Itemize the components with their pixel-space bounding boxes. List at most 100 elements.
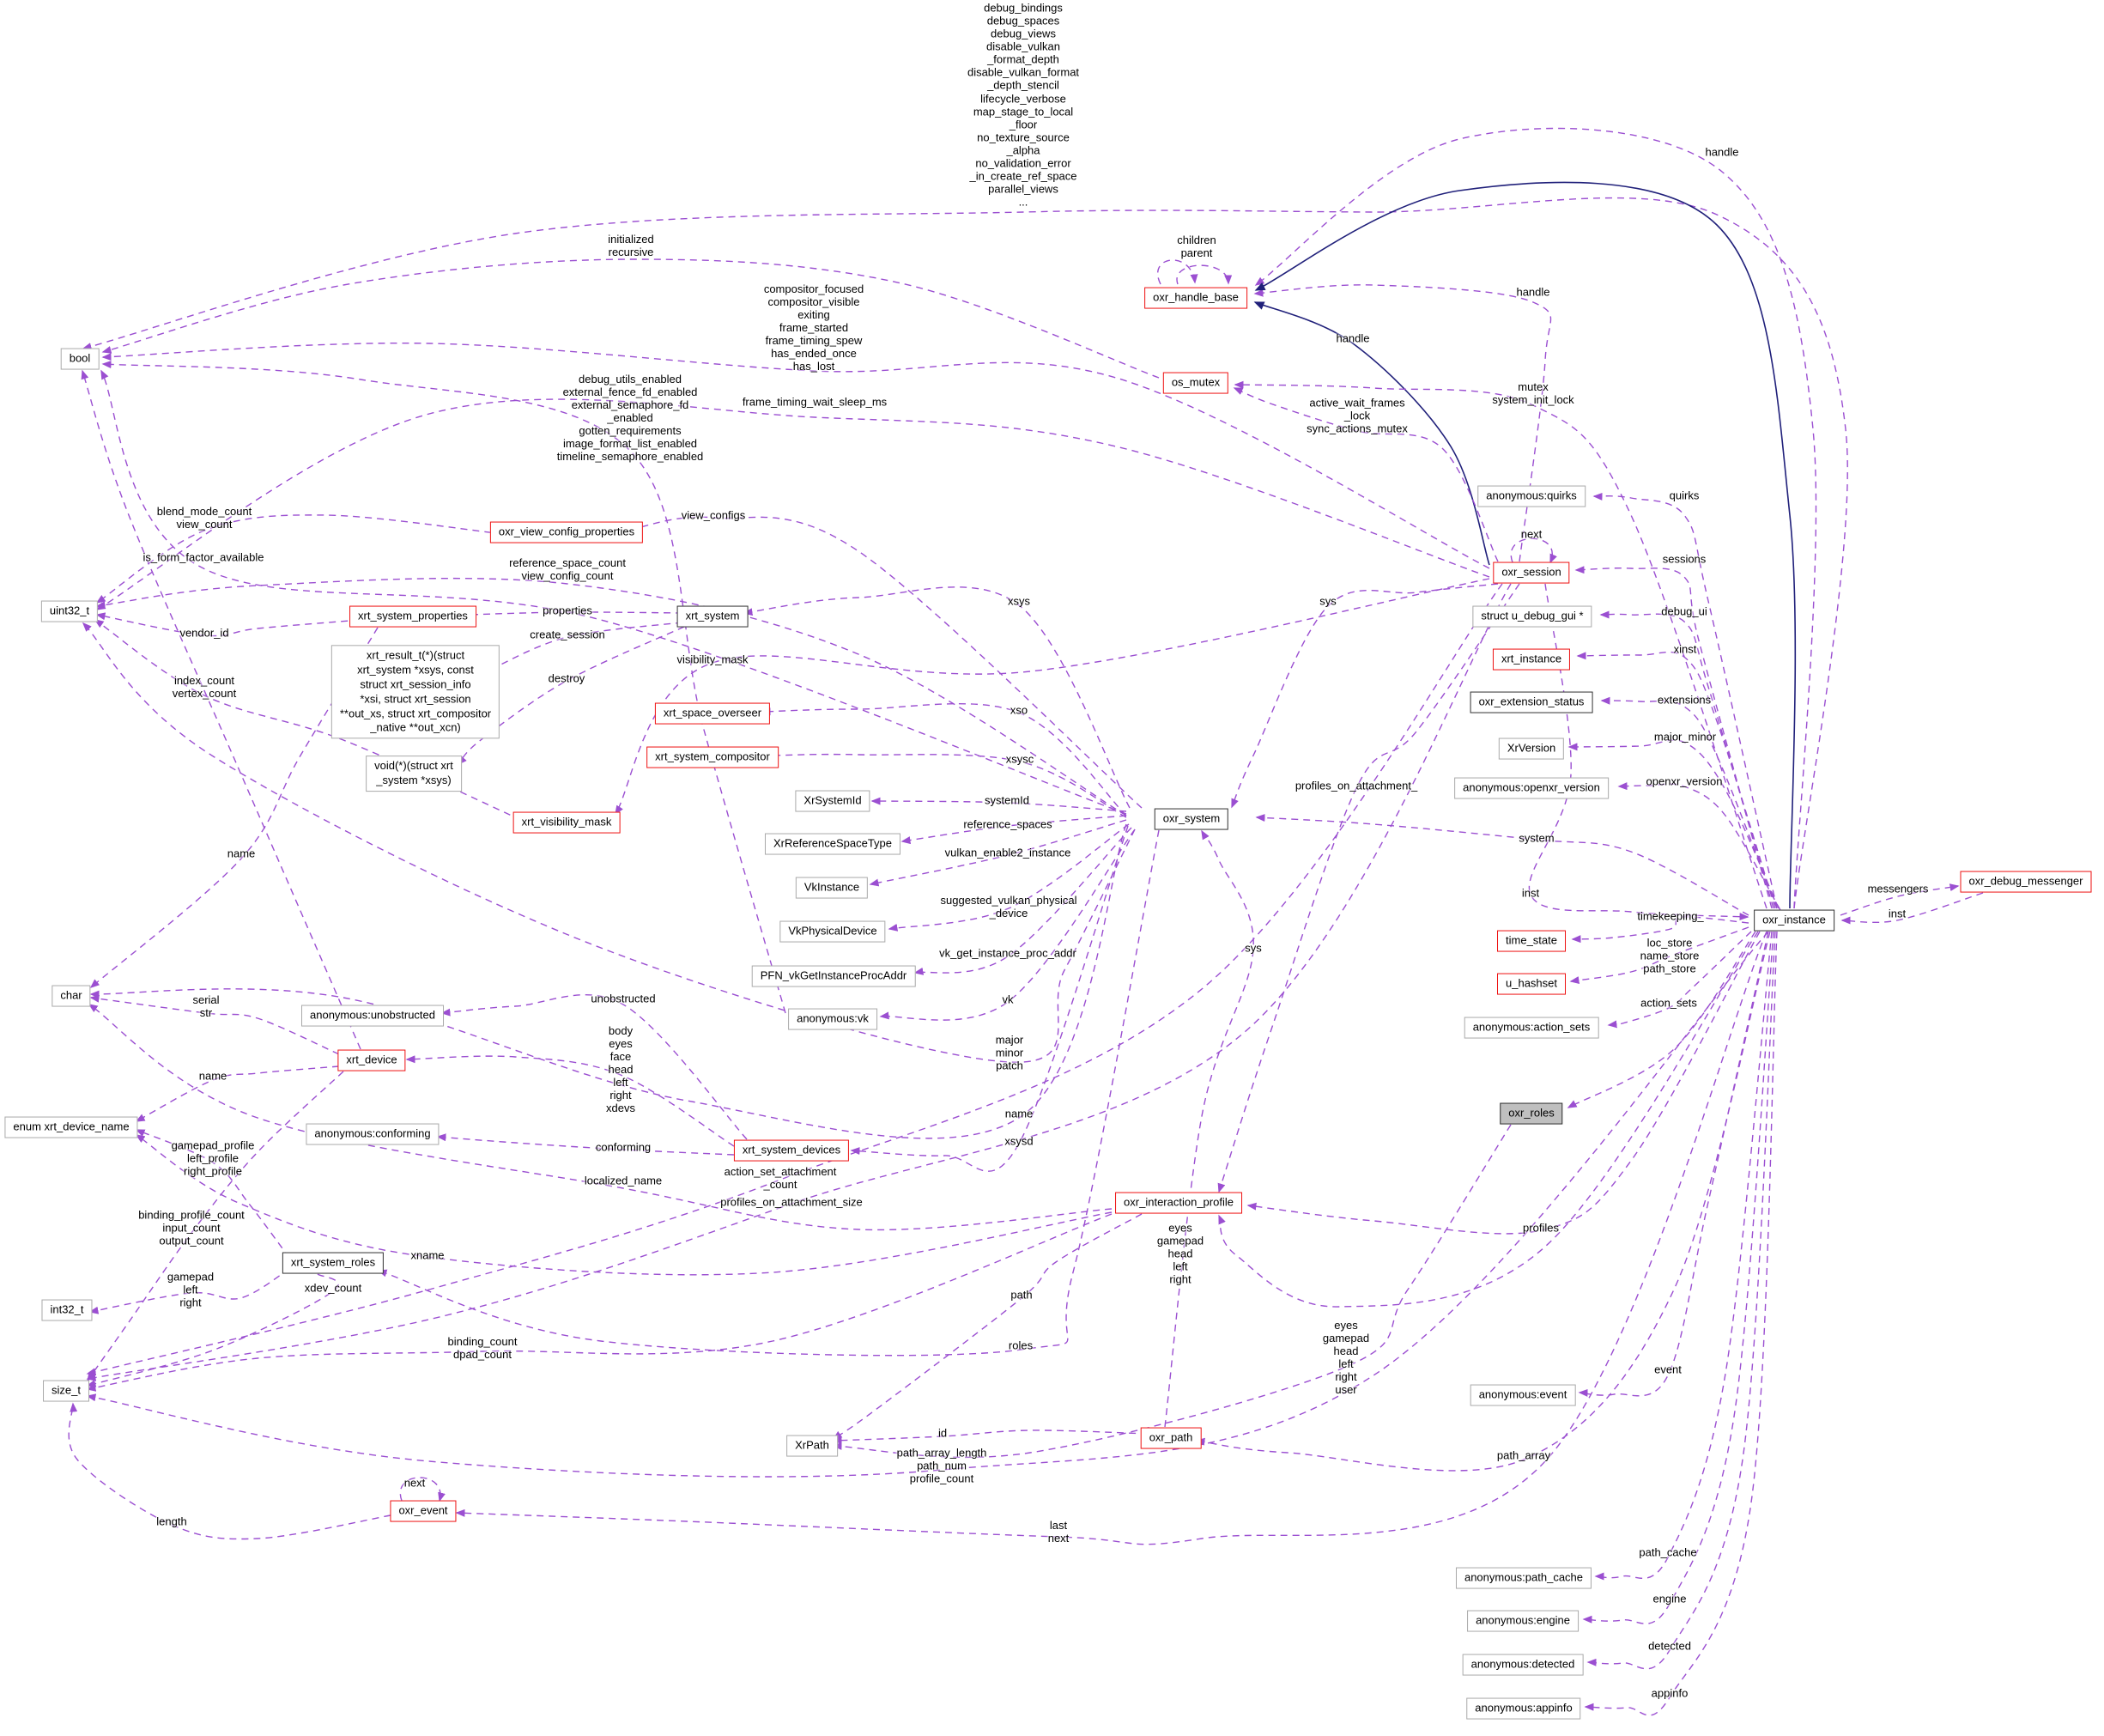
edge-label: debug_ui	[1661, 604, 1707, 618]
edge-label: gamepad_profile left_profile right_profi…	[171, 1138, 255, 1178]
node-PFN-vkGetInstanceProcAddr[interactable]: PFN_vkGetInstanceProcAddr	[751, 965, 916, 987]
node-anonymous-action-sets[interactable]: anonymous:action_sets	[1464, 1017, 1599, 1039]
edge-label: create_session	[530, 628, 605, 641]
edge-label: path_array_length path_num profile_count	[896, 1446, 987, 1485]
node-anonymous-unobstructed[interactable]: anonymous:unobstructed	[301, 1005, 444, 1027]
node-XrVersion[interactable]: XrVersion	[1498, 737, 1565, 760]
node-anonymous-vk[interactable]: anonymous:vk	[788, 1008, 877, 1030]
edge-label: xsys	[1008, 594, 1030, 608]
node-anonymous-quirks[interactable]: anonymous:quirks	[1477, 485, 1586, 507]
edge-label: last next	[1047, 1518, 1070, 1545]
node-fn-create[interactable]: xrt_result_t(*)(struct xrt_system *xsys,…	[330, 645, 500, 739]
edge-label: vendor_id	[179, 626, 229, 640]
node-xrt-instance[interactable]: xrt_instance	[1492, 648, 1571, 671]
node-oxr-handle-base[interactable]: oxr_handle_base	[1144, 287, 1247, 309]
edge-label: properties	[543, 604, 592, 617]
node-oxr-session[interactable]: oxr_session	[1493, 561, 1570, 584]
node-xrt-system-compositor[interactable]: xrt_system_compositor	[646, 746, 779, 768]
node-oxr-event[interactable]: oxr_event	[390, 1500, 457, 1522]
edge-label: action_set_attachment _count	[724, 1164, 837, 1191]
node-u-debug-gui[interactable]: struct u_debug_gui *	[1472, 605, 1592, 628]
node-oxr-debug-messenger[interactable]: oxr_debug_messenger	[1960, 871, 2092, 893]
edge-oxr_instance-to-anonymous_path_cache	[1594, 931, 1773, 1581]
edge-label: profiles_on_attachment_size	[720, 1195, 863, 1209]
edge-oxr_instance-to-oxr_extension_status	[1600, 696, 1778, 909]
edge-label: sessions	[1662, 552, 1707, 566]
edge-oxr_system-to-char	[89, 823, 1127, 1139]
node-uint32-t[interactable]: uint32_t	[40, 600, 99, 622]
edge-oxr_instance-to-oxr_roles	[1567, 931, 1756, 1108]
node-VkPhysicalDevice[interactable]: VkPhysicalDevice	[779, 920, 886, 943]
node-anonymous-detected[interactable]: anonymous:detected	[1462, 1654, 1584, 1676]
node-time-state[interactable]: time_state	[1497, 930, 1566, 952]
node-oxr-path[interactable]: oxr_path	[1140, 1427, 1202, 1449]
node-anonymous-engine[interactable]: anonymous:engine	[1467, 1610, 1579, 1632]
edge-oxr_session-to-bool	[101, 343, 1490, 569]
node-VkInstance[interactable]: VkInstance	[795, 877, 869, 899]
node-xrt-system-properties[interactable]: xrt_system_properties	[349, 605, 476, 628]
node-char[interactable]: char	[52, 985, 91, 1007]
edge-xrt_system-to-xrt_system_properties	[466, 610, 683, 619]
edge-label: profiles	[1523, 1221, 1559, 1235]
edge-oxr_instance-to-oxr_system	[1255, 814, 1749, 916]
node-anonymous-path-cache[interactable]: anonymous:path_cache	[1455, 1567, 1592, 1589]
edge-label: sys	[1319, 594, 1337, 608]
edge-label: serial str	[192, 992, 220, 1019]
edge-label: path	[1010, 1288, 1033, 1302]
node-XrPath[interactable]: XrPath	[786, 1435, 838, 1457]
node-xrt-space-overseer[interactable]: xrt_space_overseer	[654, 702, 771, 725]
node-anonymous-conforming[interactable]: anonymous:conforming	[306, 1123, 440, 1145]
node-XrReferenceSpaceType[interactable]: XrReferenceSpaceType	[764, 833, 901, 855]
edge-label: extensions	[1657, 693, 1712, 707]
node-oxr-view-config-properties[interactable]: oxr_view_config_properties	[489, 521, 644, 543]
edge-label: debug_utils_enabled external_fence_fd_en…	[556, 373, 704, 464]
node-oxr-roles[interactable]: oxr_roles	[1500, 1102, 1563, 1125]
edge-oxr_session-to-size_t	[86, 583, 1503, 1376]
edge-xrt_system_devices-to-anonymous_conforming	[436, 1133, 735, 1156]
node-int32-t[interactable]: int32_t	[41, 1299, 93, 1321]
node-oxr-system[interactable]: oxr_system	[1154, 808, 1229, 830]
node-oxr-instance[interactable]: oxr_instance	[1754, 909, 1834, 932]
edge-oxr_system-to-xrt_system_compositor	[768, 751, 1127, 818]
node-xrt-device[interactable]: xrt_device	[337, 1049, 406, 1071]
edge-label: systemId	[984, 793, 1030, 807]
edge-oxr_system-to-uint32_t	[95, 577, 1127, 816]
edge-label: vulkan_enable2_instance	[944, 846, 1071, 859]
edge-oxr_instance-to-os_mutex	[1234, 380, 1767, 909]
node-XrSystemId[interactable]: XrSystemId	[795, 790, 870, 812]
node-xrt-visibility-mask[interactable]: xrt_visibility_mask	[512, 811, 621, 834]
node-os-mutex[interactable]: os_mutex	[1162, 372, 1229, 394]
edge-oxr_instance-to-u_hashset	[1569, 926, 1749, 985]
node-size-t[interactable]: size_t	[43, 1380, 89, 1402]
edge-oxr_interaction_profile-to-size_t	[86, 1213, 1113, 1392]
node-u-hashset[interactable]: u_hashset	[1497, 973, 1566, 995]
edge-label: roles	[1008, 1338, 1034, 1352]
node-enum-xrt-device-name[interactable]: enum xrt_device_name	[4, 1116, 138, 1138]
edge-label: openxr_version	[1646, 774, 1723, 788]
edge-oxr_instance-to-anonymous_quirks	[1592, 492, 1778, 909]
node-fn-destroy[interactable]: void(*)(struct xrt _system *xsys)	[366, 756, 462, 792]
node-xrt-system[interactable]: xrt_system	[676, 605, 749, 628]
edge-label: eyes gamepad head left right user	[1322, 1318, 1370, 1397]
edge-label: xname	[410, 1248, 445, 1262]
edge-oxr_session-to-oxr_interaction_profile	[1217, 583, 1520, 1193]
node-bool[interactable]: bool	[60, 348, 100, 370]
edge-oxr_instance-to-oxr_handle_base	[1254, 127, 1817, 909]
edge-xrt_system_properties-to-char	[89, 627, 379, 988]
edge-label: is_form_factor_available	[142, 550, 264, 564]
node-anonymous-appinfo[interactable]: anonymous:appinfo	[1466, 1697, 1581, 1720]
node-oxr-interaction-profile[interactable]: oxr_interaction_profile	[1115, 1192, 1242, 1214]
edge-oxr_event-to-oxr_event	[399, 1477, 446, 1502]
node-anonymous-event[interactable]: anonymous:event	[1470, 1384, 1576, 1406]
node-oxr-extension-status[interactable]: oxr_extension_status	[1470, 691, 1593, 713]
edge-label: destroy	[548, 671, 585, 685]
edge-label: profiles_on_attachment_	[1295, 779, 1418, 792]
node-xrt-system-devices[interactable]: xrt_system_devices	[733, 1139, 850, 1162]
edge-xrt_device-to-enum_xrt_device_name	[135, 1065, 340, 1122]
node-anonymous-openxr-version[interactable]: anonymous:openxr_version	[1454, 777, 1609, 799]
edge-oxr_view_config_properties-to-uint32_t	[95, 514, 504, 604]
node-xrt-system-roles[interactable]: xrt_system_roles	[282, 1252, 385, 1274]
edge-oxr_roles-to-XrPath	[832, 1124, 1512, 1459]
edge-label: detected	[1648, 1639, 1691, 1653]
edge-label: xdev_count	[304, 1281, 362, 1295]
